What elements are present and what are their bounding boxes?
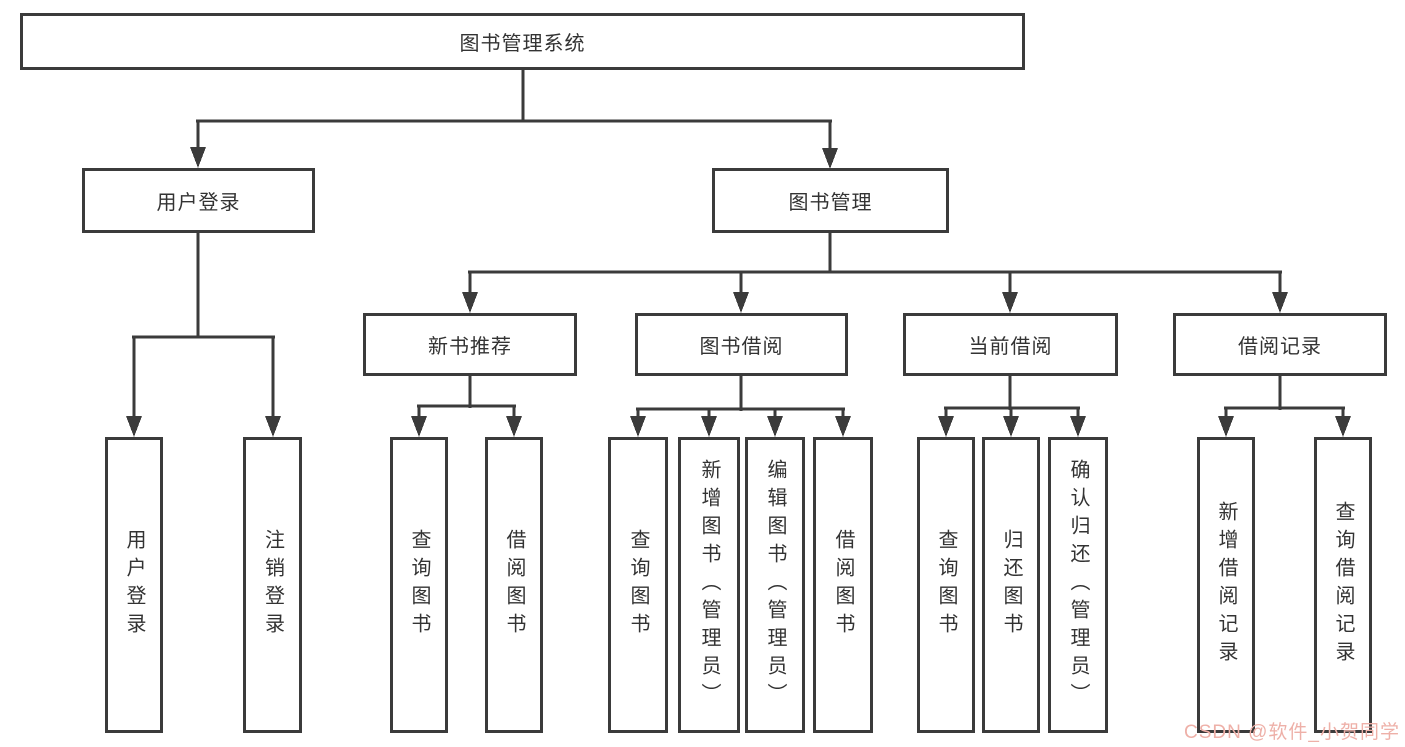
connector-user-login-branch [126,232,281,437]
node-current-borrowing: 当前借阅 [903,313,1118,376]
arrowhead-icon [822,148,838,169]
arrowhead-icon [938,416,954,437]
arrowhead-icon [1218,416,1234,437]
arrowhead-icon [1272,292,1288,313]
connector-borrowing-branch [630,376,851,437]
node-borrow-records: 借阅记录 [1173,313,1387,376]
leaf-label: 查询借阅记录 [1332,501,1354,669]
leaf-label: 借阅图书 [832,529,854,641]
connector-current-branch [938,376,1086,437]
leaf-edit-books-admin: 编辑图书（管理员） [745,437,805,733]
leaf-confirm-return-admin: 确认归还（管理员） [1048,437,1108,733]
leaf-label: 查询图书 [935,529,957,641]
leaf-label: 注销登录 [261,529,284,641]
leaf-label: 新增图书（管理员） [698,459,720,711]
connector-root-to-level2 [190,70,838,169]
arrowhead-icon [701,416,717,437]
leaf-add-borrow-record: 新增借阅记录 [1197,437,1255,733]
leaf-label: 查询图书 [408,529,430,641]
arrowhead-icon [506,416,522,437]
leaf-label: 用户登录 [123,529,145,641]
arrowhead-icon [630,416,646,437]
connector-management-to-level3 [462,233,1288,313]
leaf-borrow-books-recommend: 借阅图书 [485,437,543,733]
node-book-management: 图书管理 [712,168,949,233]
leaf-add-books-admin: 新增图书（管理员） [678,437,740,733]
arrowhead-icon [1335,416,1351,437]
arrowhead-icon [1003,416,1019,437]
csdn-watermark: CSDN @软件_小贺同学 [1184,722,1400,743]
leaf-logout: 注销登录 [243,437,302,733]
leaf-user-login: 用户登录 [105,437,163,733]
node-user-login: 用户登录 [82,168,315,233]
leaf-return-books: 归还图书 [982,437,1040,733]
node-book-borrowing: 图书借阅 [635,313,848,376]
leaf-query-books-recommend: 查询图书 [390,437,448,733]
leaf-label: 确认归还（管理员） [1067,459,1089,711]
node-library-management-system: 图书管理系统 [20,13,1025,70]
arrowhead-icon [462,292,478,313]
leaf-query-books-current: 查询图书 [917,437,975,733]
leaf-label: 编辑图书（管理员） [764,459,786,711]
leaf-label: 查询图书 [627,529,649,641]
leaf-query-books-borrowing: 查询图书 [608,437,668,733]
arrowhead-icon [411,416,427,437]
leaf-label: 新增借阅记录 [1215,501,1237,669]
leaf-label: 借阅图书 [503,529,525,641]
arrowhead-icon [190,147,206,168]
arrowhead-icon [1070,416,1086,437]
arrowhead-icon [733,292,749,313]
arrowhead-icon [126,416,142,437]
connector-records-branch [1218,376,1351,437]
connector-new-book-branch [411,376,522,437]
arrowhead-icon [835,416,851,437]
leaf-query-borrow-record: 查询借阅记录 [1314,437,1372,733]
leaf-borrow-books: 借阅图书 [813,437,873,733]
leaf-label: 归还图书 [1000,529,1022,641]
arrowhead-icon [1002,292,1018,313]
node-new-book-recommendation: 新书推荐 [363,313,577,376]
arrowhead-icon [767,416,783,437]
arrowhead-icon [265,416,281,437]
